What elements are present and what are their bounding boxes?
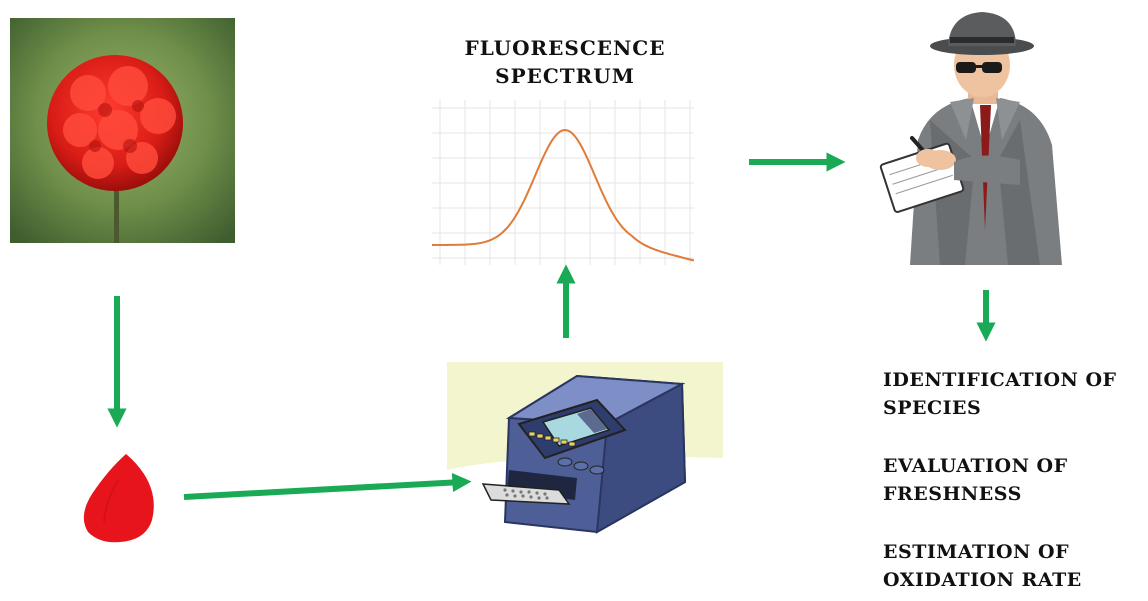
- detective-icon: [879, 12, 1062, 265]
- red-flower-photo-icon: [10, 18, 235, 243]
- outcome-item: EVALUATION OF FRESHNESS: [883, 452, 1145, 508]
- analyst-illustration: [870, 10, 1080, 265]
- spectrum-chart: [432, 100, 694, 265]
- spectrum-title-line2: SPECTRUM: [495, 64, 635, 88]
- outcome-item: ESTIMATION OF OXIDATION RATE: [883, 538, 1145, 594]
- outcomes-list: IDENTIFICATION OF SPECIES EVALUATION OF …: [883, 366, 1145, 594]
- outcome-line: OXIDATION RATE: [883, 569, 1082, 591]
- outcome-line: ESTIMATION OF: [883, 541, 1070, 563]
- spectrum-title-line1: FLUORESCENCE: [464, 36, 666, 60]
- spectrum-title: FLUORESCENCE SPECTRUM: [440, 34, 690, 90]
- spectrofluorometer-icon: [447, 362, 723, 544]
- spectrum-plot: [432, 100, 694, 265]
- red-petal-icon: [83, 454, 154, 543]
- spectrum-curve: [432, 129, 694, 262]
- outcome-item: IDENTIFICATION OF SPECIES: [883, 366, 1145, 422]
- outcome-line: SPECIES: [883, 397, 982, 419]
- flower-photo: [10, 18, 235, 243]
- outcome-line: FRESHNESS: [883, 483, 1022, 505]
- instrument-illustration: [447, 362, 723, 544]
- outcome-line: EVALUATION OF: [883, 455, 1068, 477]
- petal-sample: [78, 450, 158, 545]
- outcome-line: IDENTIFICATION OF: [883, 369, 1117, 391]
- arrow-petal-to-instrument: [183, 472, 472, 500]
